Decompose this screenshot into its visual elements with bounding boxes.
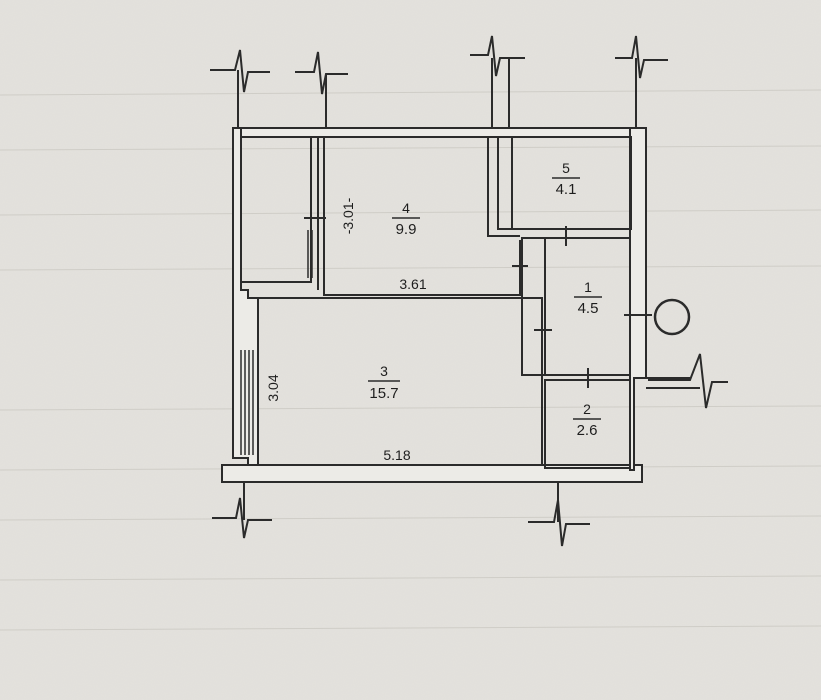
entrance-marker [653, 298, 691, 336]
right-wall [629, 127, 647, 471]
room-5-number: 5 [562, 160, 570, 176]
room5-outline [487, 137, 520, 237]
walls [221, 127, 647, 483]
room-1-number: 1 [584, 279, 592, 295]
room-3-area: 15.7 [369, 385, 398, 402]
room-4-area: 9.9 [396, 221, 417, 238]
wall-break-top-mid [295, 51, 348, 95]
top-wall [237, 127, 638, 138]
room-2-area: 2.6 [577, 422, 598, 439]
room-3-number: 3 [380, 363, 388, 379]
partitions [240, 136, 632, 469]
window-left [240, 350, 254, 455]
room-5-area: 4.1 [556, 181, 577, 198]
room-4-number: 4 [402, 200, 410, 216]
dimension-room3-height: 3.04 [265, 374, 281, 401]
room-labels: 4 9.9 5 4.1 1 4.5 3 15.7 2 2.6 [368, 160, 602, 439]
wall-break-top-right2 [615, 35, 668, 79]
wall-breaks [210, 35, 728, 547]
wall-break-right [648, 353, 728, 409]
window-closet [307, 230, 313, 278]
windows [240, 230, 313, 455]
dimension-room4-height: -3.01- [340, 197, 356, 234]
wall-break-top-left [210, 49, 270, 93]
dimension-room4-width: 3.61 [399, 276, 426, 292]
dimension-room3-width: 5.18 [383, 447, 410, 463]
wall-break-bottom-left [212, 497, 272, 539]
room4-outline [323, 137, 521, 296]
room-2-number: 2 [583, 401, 591, 417]
dimension-labels: 3.61 -3.01- 5.18 3.04 [265, 197, 427, 463]
room-1-area: 4.5 [578, 300, 599, 317]
room3-outline [257, 297, 543, 466]
wall-break-top-right1 [470, 35, 525, 77]
wall-break-bottom-mid [528, 499, 590, 547]
door-marks [304, 217, 652, 388]
